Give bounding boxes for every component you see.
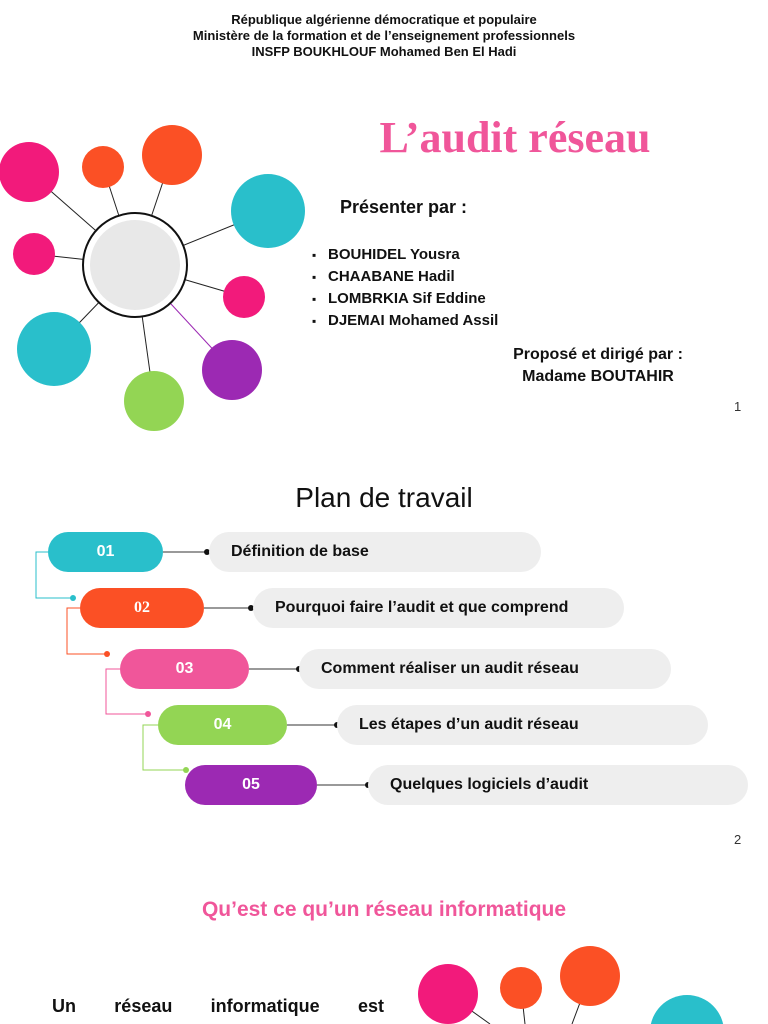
student-list: BOUHIDEL Yousra CHAABANE Hadil LOMBRKIA … <box>312 244 498 332</box>
plan-title: Plan de travail <box>295 482 473 513</box>
plan-item-number: 03 <box>120 649 249 689</box>
student-name: LOMBRKIA Sif Eddine <box>312 288 498 310</box>
student-name: BOUHIDEL Yousra <box>312 244 498 266</box>
hub-circle-inner <box>90 220 180 310</box>
bubble-teal-left <box>17 312 91 386</box>
bubble-magenta-small <box>13 233 55 275</box>
presented-by-label: Présenter par : <box>340 197 468 217</box>
presentation-title: L’audit réseau <box>379 113 651 162</box>
student-name: DJEMAI Mohamed Assil <box>312 310 498 332</box>
bubble-green <box>124 371 184 431</box>
institution-header: République algérienne démocratique et po… <box>0 12 768 60</box>
network-diagram-top <box>0 125 305 431</box>
header-line-1: République algérienne démocratique et po… <box>231 12 537 27</box>
body-paragraph: Un réseau informatique est <box>52 996 384 1017</box>
bubble-orange-large <box>142 125 202 185</box>
bubble-magenta-right <box>223 276 265 318</box>
plan-item-number: 01 <box>48 532 163 572</box>
plan-connectors <box>35 551 368 786</box>
supervisor-block: Proposé et dirigé par : Madame BOUTAHIR <box>480 344 716 388</box>
page-number-1: 1 <box>734 399 742 414</box>
bubble-orange-small-bottom <box>500 967 542 1009</box>
plan-item-number: 04 <box>158 705 287 745</box>
bubble-orange-large-bottom <box>560 946 620 1006</box>
supervisor-label: Proposé et dirigé par : <box>513 346 683 363</box>
section-title: Qu’est ce qu’un réseau informatique <box>201 898 567 921</box>
header-line-2: Ministère de la formation et de l’enseig… <box>192 28 576 43</box>
bubble-teal-bottom <box>650 995 724 1024</box>
bubble-purple <box>202 340 262 400</box>
bubble-orange-small <box>82 146 124 188</box>
plan-item-label: Pourquoi faire l’audit et que comprend <box>253 588 624 628</box>
body-word: est <box>357 996 384 1016</box>
page-number-2: 2 <box>734 832 742 847</box>
plan-item-label: Quelques logiciels d’audit <box>368 765 748 805</box>
plan-item-number: 05 <box>185 765 317 805</box>
plan-item-label: Les étapes d’un audit réseau <box>337 705 708 745</box>
supervisor-name: Madame BOUTAHIR <box>522 368 674 385</box>
body-word: réseau <box>114 996 173 1016</box>
plan-item-label: Définition de base <box>209 532 541 572</box>
plan-item-label: Comment réaliser un audit réseau <box>299 649 671 689</box>
bubble-magenta-large <box>0 142 59 202</box>
student-name: CHAABANE Hadil <box>312 266 498 288</box>
bubble-magenta-bottom <box>418 964 478 1024</box>
header-line-3: INSFP BOUKHLOUF Mohamed Ben El Hadi <box>251 44 517 59</box>
network-diagram-bottom <box>418 946 724 1024</box>
bubble-teal-right <box>231 174 305 248</box>
plan-item-number: 02 <box>80 588 204 628</box>
body-word: informatique <box>210 996 320 1016</box>
body-word: Un <box>52 996 76 1016</box>
